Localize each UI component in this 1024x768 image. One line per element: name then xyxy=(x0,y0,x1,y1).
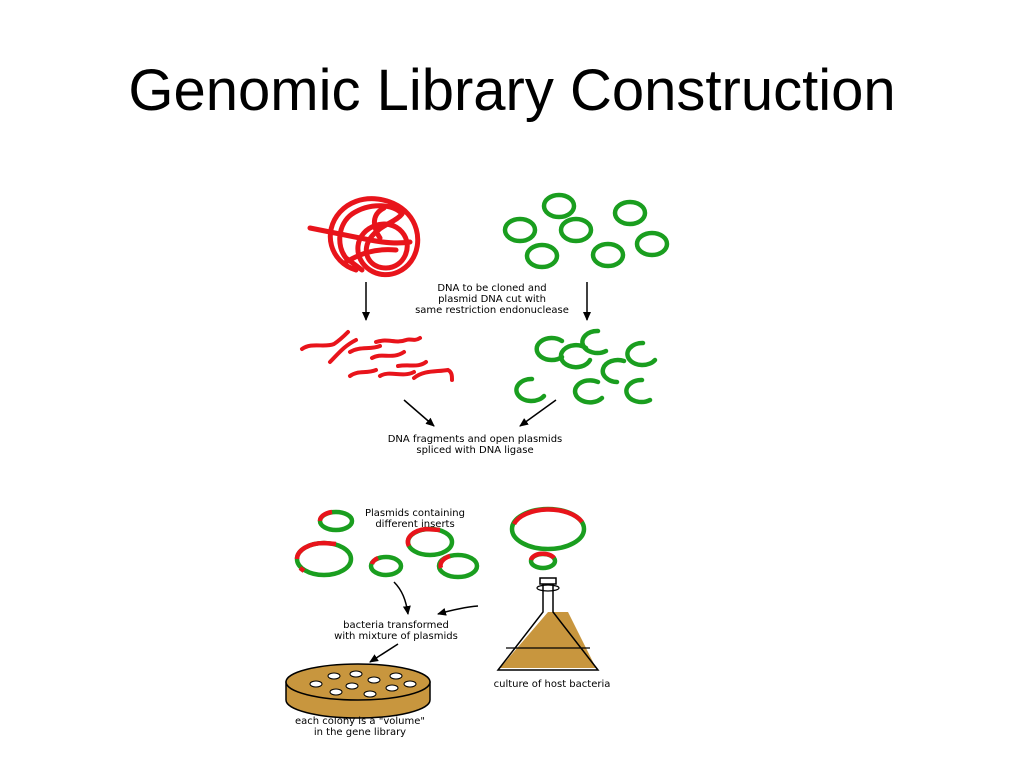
petri-dish xyxy=(285,663,431,719)
label-ligation-line-1: DNA fragments and open plasmids xyxy=(387,434,563,445)
genomic-dna-tangle xyxy=(307,196,421,278)
label-ligation: DNA fragments and open plasmids spliced … xyxy=(350,434,600,456)
label-inserts-line-2: different inserts xyxy=(375,519,455,530)
label-ligation-line-2: spliced with DNA ligase xyxy=(416,445,534,456)
label-cut-step: DNA to be cloned and plasmid DNA cut wit… xyxy=(392,283,592,316)
recombinant-plasmids xyxy=(294,506,587,580)
plasmid-group-intact xyxy=(502,192,670,270)
label-transform-line-2: with mixture of plasmids xyxy=(334,631,458,642)
slide-title: Genomic Library Construction xyxy=(128,58,896,123)
label-inserts-line-1: Plasmids containing xyxy=(365,508,465,519)
arrow-bacteria-in xyxy=(437,605,479,616)
label-transform-line-1: bacteria transformed xyxy=(343,620,449,631)
arrow-plasmids-to-bacteria xyxy=(393,581,411,615)
dna-fragments xyxy=(300,330,454,382)
label-culture-line: culture of host bacteria xyxy=(493,679,611,690)
arrow-fragments-down xyxy=(403,399,435,427)
label-transform: bacteria transformed with mixture of pla… xyxy=(306,620,486,642)
label-cut-line-1: DNA to be cloned and xyxy=(437,283,547,294)
arrow-plasmids-down xyxy=(519,399,557,427)
culture-flask xyxy=(496,577,600,671)
open-plasmids xyxy=(514,328,658,405)
label-colony-line-1: each colony is a "volume" xyxy=(295,716,425,727)
label-colony-line-2: in the gene library xyxy=(313,727,407,738)
arrow-to-plate xyxy=(369,643,399,663)
label-cut-line-3: same restriction endonuclease xyxy=(415,305,569,316)
label-colony: each colony is a "volume" in the gene li… xyxy=(270,716,450,738)
label-culture: culture of host bacteria xyxy=(472,679,632,690)
label-inserts: Plasmids containing different inserts xyxy=(350,508,480,530)
label-cut-line-2: plasmid DNA cut with xyxy=(438,294,546,305)
